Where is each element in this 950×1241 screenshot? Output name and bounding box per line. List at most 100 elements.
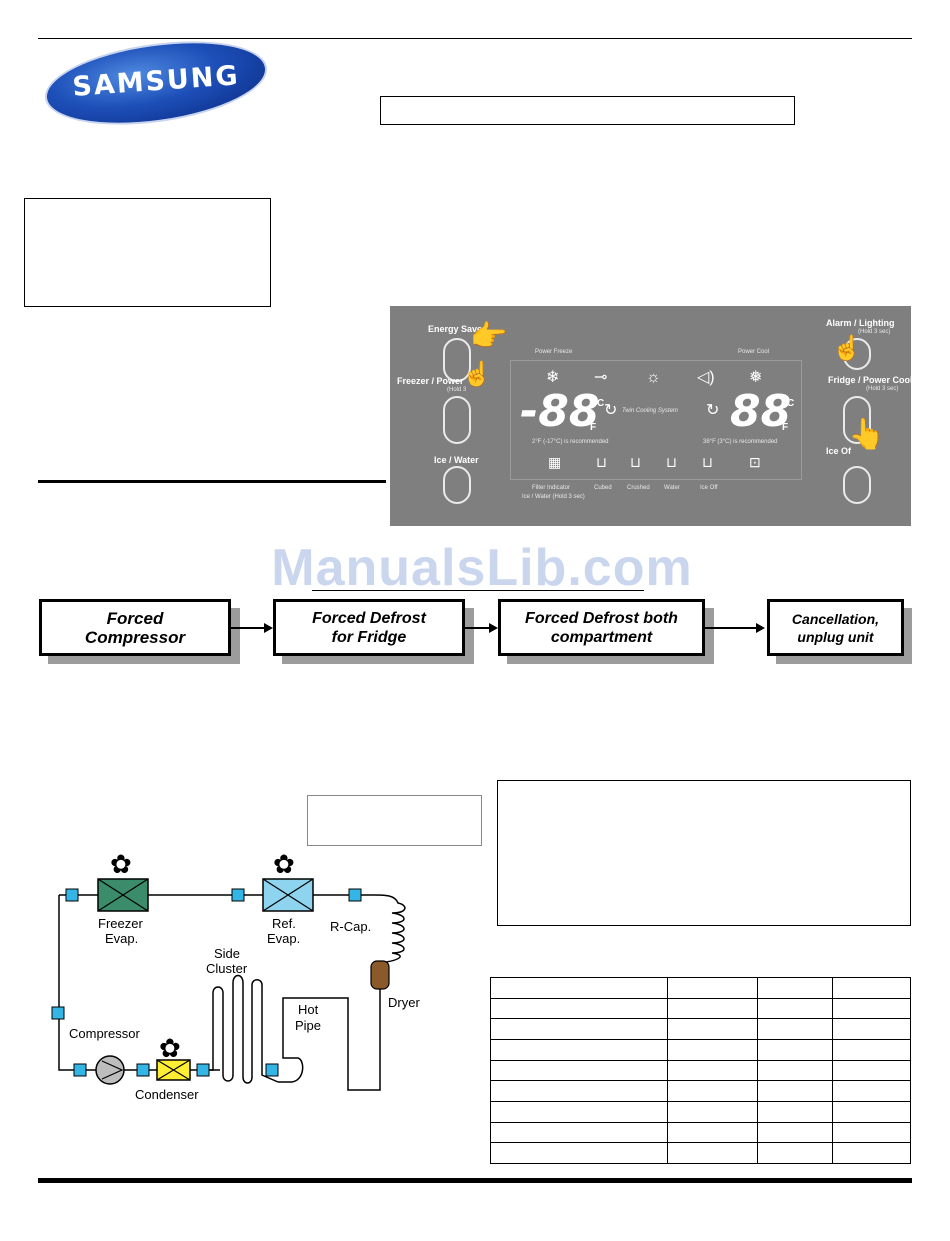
hand-pointer-icon-1: 👉: [470, 320, 508, 353]
energy-saver-label: Energy Saver: [428, 324, 486, 334]
lcd-display: [510, 360, 802, 480]
freezer-temp-display: -88: [520, 386, 600, 437]
flow-arrowhead-3: [756, 623, 765, 633]
intro-box: [24, 198, 271, 307]
samsung-logo: SAMSUNG: [41, 31, 271, 135]
fridge-power-cool-button: [843, 396, 871, 444]
water-icon: ⊔: [666, 454, 677, 470]
hand-pointer-icon-4: 👆: [848, 418, 886, 451]
hot-pipe-label-2: Pipe: [295, 1018, 321, 1033]
twin-cooling-label: Twin Cooling System: [622, 408, 678, 414]
flow-arrow-3: [705, 627, 757, 629]
flow-step-label: Forced Defrost for Fridge: [312, 609, 426, 646]
freezer-hold-label: (Hold 3: [447, 387, 467, 393]
flow-step-forced-defrost-fridge: Forced Defrost for Fridge: [273, 599, 465, 656]
alarm-hold-label: (Hold 3 sec): [858, 329, 891, 335]
flow-arrowhead-2: [489, 623, 498, 633]
table-row: [490, 1038, 911, 1061]
filter-indicator-label: Filter Indicator: [532, 485, 571, 491]
alarm-lighting-label: Alarm / Lighting: [826, 318, 895, 328]
fridge-unit-c: °C: [783, 398, 795, 409]
speaker-icon: ◁): [697, 369, 715, 386]
twin-cooling-left-icon: ↻: [604, 402, 618, 419]
fridge-power-cool-label: Fridge / Power Cool: [828, 375, 913, 385]
freezer-unit-f: F: [590, 422, 597, 433]
flow-arrow-1: [231, 627, 265, 629]
table-row: [490, 997, 911, 1020]
freezer-recommended-label: 2°F (-17°C) is recommended: [532, 439, 609, 445]
flow-step-label: Forced Defrost both compartment: [525, 609, 678, 646]
hand-pointer-icon-3: ☝: [832, 335, 862, 362]
freezer-evap-label-2: Evap.: [105, 931, 138, 946]
flow-step-cancellation: Cancellation, unplug unit: [767, 599, 904, 656]
table-row: [490, 1018, 911, 1040]
info-box: [497, 780, 911, 926]
top-rule: [38, 38, 912, 39]
bottom-rule: [38, 1178, 912, 1183]
cycle-note-box: [307, 795, 482, 846]
hot-pipe-label-1: Hot: [298, 1002, 319, 1017]
table-row: [490, 977, 911, 999]
power-cool-label: Power Cool: [738, 349, 770, 355]
title-box: [380, 96, 795, 125]
fridge-temp-display: 88: [730, 386, 792, 437]
refrigeration-cycle-diagram: ✿ ✿ ✿ Freezer Evap. Ref. Evap. R-Cap. Si…: [51, 849, 420, 1102]
ice-water-button: [443, 466, 471, 504]
freezer-power-button: [443, 396, 471, 444]
table-row: [490, 1080, 911, 1102]
cubed-label: Cubed: [594, 485, 612, 491]
side-cluster-label-1: Side: [214, 946, 240, 961]
fridge-recommended-label: 38°F (3°C) is recommended: [703, 439, 778, 445]
control-panel-image: [390, 306, 911, 526]
light-icon: ☼: [646, 369, 661, 386]
power-freeze-label: Power Freeze: [535, 349, 573, 355]
flow-step-forced-compressor: Forced Compressor: [39, 599, 231, 656]
alarm-lighting-button: [843, 338, 871, 370]
crushed-label: Crushed: [627, 485, 650, 491]
compressor-label: Compressor: [69, 1026, 140, 1041]
flow-arrowhead-1: [264, 623, 273, 633]
table-row: [490, 1121, 911, 1144]
ice-off-icon: ⊔: [702, 454, 713, 470]
cubed-icon: ⊔: [596, 454, 607, 470]
dryer-label: Dryer: [388, 995, 420, 1010]
flow-step-label: Forced Compressor: [84, 608, 186, 647]
filter-icon: ▦: [548, 454, 562, 470]
water-label: Water: [664, 485, 680, 491]
ice-off-label: Ice Of: [826, 446, 852, 456]
side-cluster-label-2: Cluster: [206, 961, 248, 976]
flow-step-label: Cancellation, unplug unit: [791, 610, 880, 645]
empty-table: [490, 977, 911, 1164]
ice-off-button: [843, 466, 871, 504]
flow-step-forced-defrost-both: Forced Defrost both compartment: [498, 599, 705, 656]
freezer-evap-label-1: Freezer: [98, 916, 143, 931]
door-alarm-icon: ⊸: [594, 369, 608, 386]
twin-cooling-right-icon: ↻: [706, 402, 720, 419]
freezer-power-label: Freezer / Power: [397, 376, 464, 386]
ice-water-hold-label: Ice / Water (Hold 3 sec): [522, 494, 585, 500]
svg-text:✿: ✿: [110, 849, 132, 879]
table-row: [490, 1142, 911, 1164]
lock-icon: ⊡: [749, 454, 761, 470]
freezer-unit-c: °C: [593, 398, 605, 409]
ice-off-icon-label: Ice Off: [700, 485, 718, 491]
flow-arrow-2: [465, 627, 490, 629]
svg-text:✿: ✿: [273, 849, 295, 879]
snowflake-icon: ❄: [546, 369, 560, 386]
svg-text:✿: ✿: [159, 1033, 181, 1063]
watermark: ManualsLib.com: [271, 539, 693, 597]
flow-rule: [312, 590, 644, 591]
section-rule: [38, 480, 386, 483]
condenser-label: Condenser: [135, 1087, 199, 1102]
crushed-icon: ⊔: [630, 454, 641, 470]
table-row: [490, 1059, 911, 1082]
ref-evap-label-1: Ref.: [272, 916, 296, 931]
ice-water-label: Ice / Water: [434, 455, 479, 465]
table-row: [490, 1100, 911, 1123]
fridge-unit-f: F: [782, 422, 789, 433]
ref-evap-label-2: Evap.: [267, 931, 300, 946]
energy-saver-button: [443, 338, 471, 382]
fridge-hold-label: (Hold 3 sec): [866, 386, 899, 392]
hand-pointer-icon-2: ☝: [462, 361, 492, 388]
power-cool-icon: ❅: [749, 369, 763, 386]
